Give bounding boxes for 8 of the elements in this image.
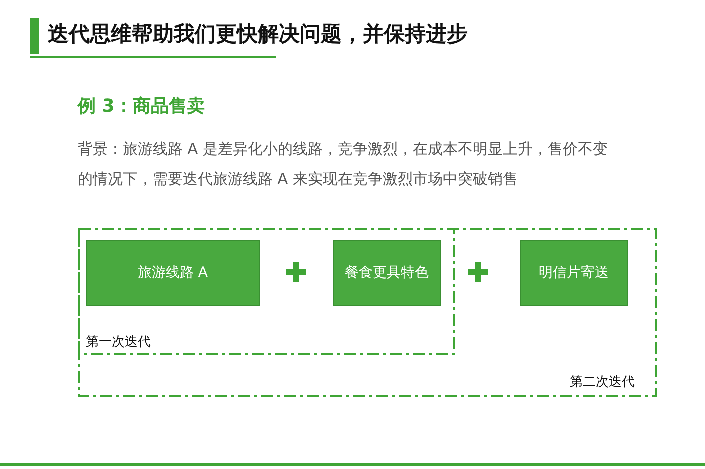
- background-paragraph: 背景：旅游线路 A 是差异化小的线路，竞争激烈，在成本不明显上升，售价不变的情况下，需要迭代旅游线路 A 来实现在竞争激烈市场中突破销售: [78, 139, 609, 190]
- process-box: 旅游线路 A: [86, 240, 260, 306]
- title: 迭代思维帮助我们更快解决问题，并保持进步: [48, 21, 468, 48]
- group-label: 第二次迭代: [570, 374, 635, 391]
- process-box: 餐食更具特色: [333, 240, 441, 306]
- process-box: 明信片寄送: [520, 240, 628, 306]
- subheading: 例 3：商品售卖: [78, 95, 205, 118]
- group-label: 第一次迭代: [86, 334, 151, 351]
